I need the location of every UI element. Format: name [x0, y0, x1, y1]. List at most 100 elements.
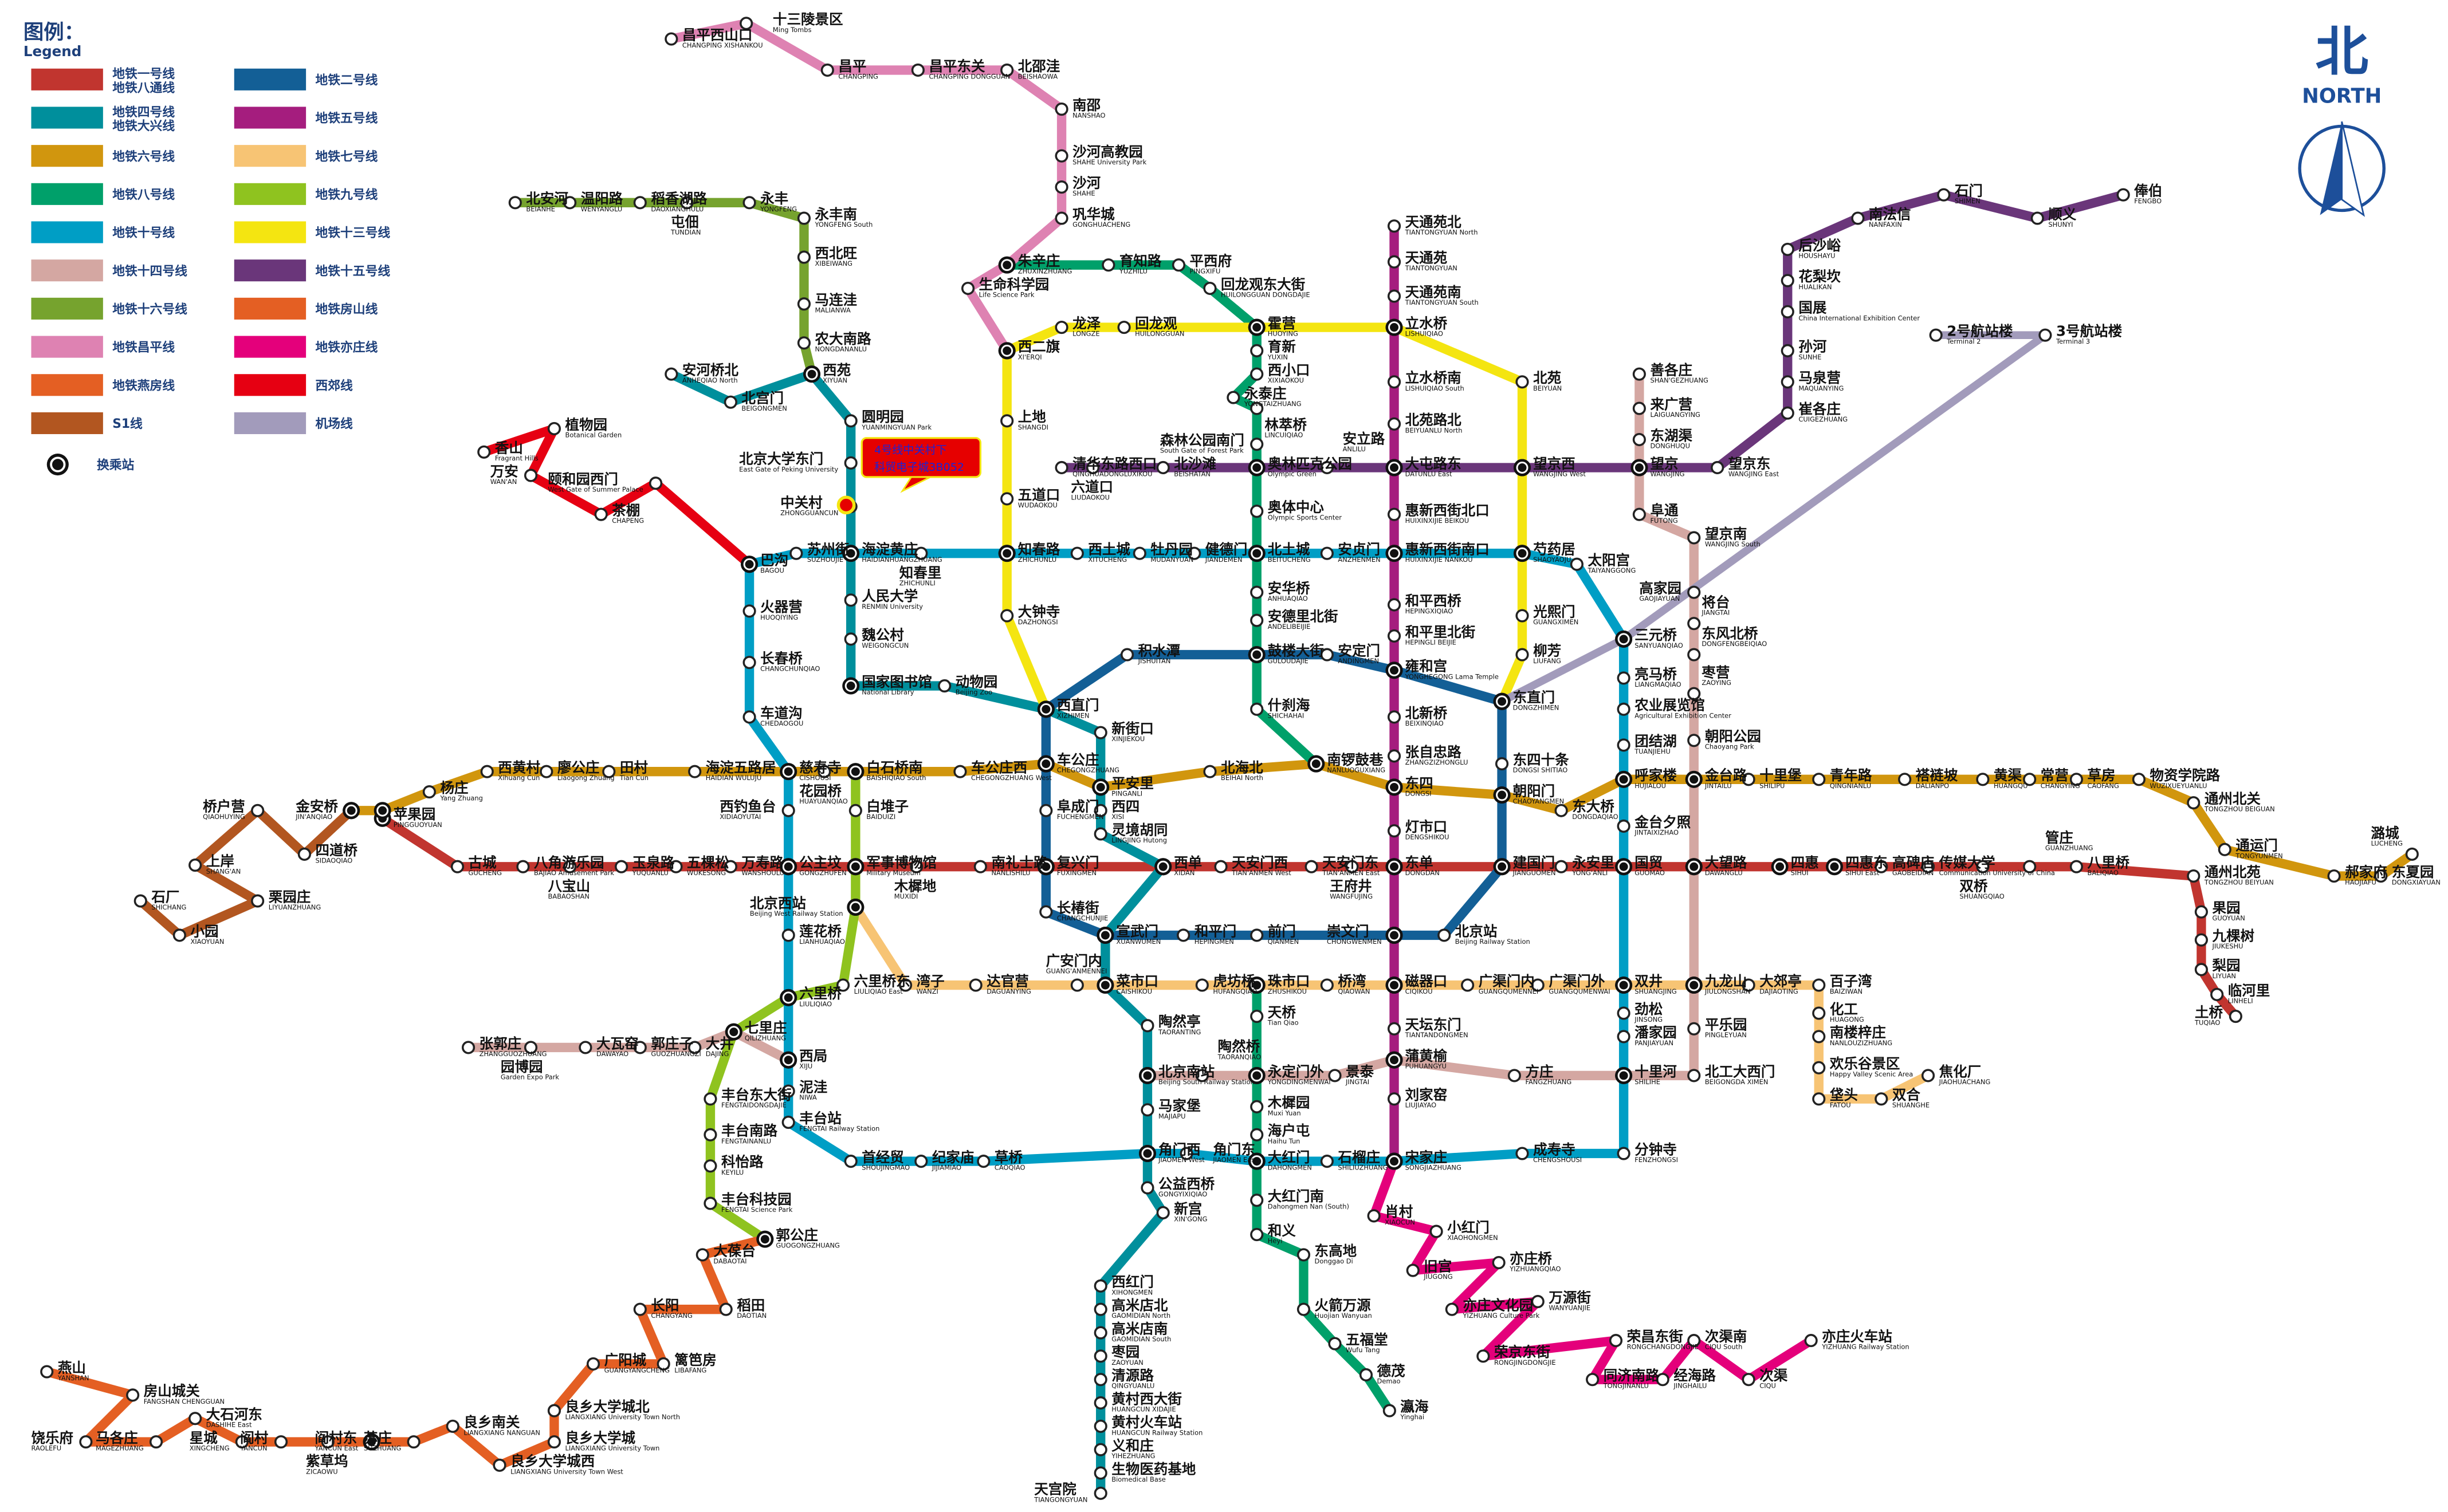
station[interactable] [1781, 242, 1794, 257]
station-name[interactable]: 3号航站楼 [2056, 323, 2123, 340]
station-name[interactable]: 北工大西门 [1705, 1063, 1775, 1080]
station-name[interactable]: 物资学院路 [2150, 767, 2221, 783]
station[interactable] [1387, 710, 1401, 724]
station-name[interactable]: 王府井 [1330, 877, 1372, 894]
station-name[interactable]: 三元桥 [1634, 627, 1677, 643]
station-name[interactable]: 牡丹园 [1150, 541, 1193, 558]
station-name[interactable]: 昌平 [838, 58, 866, 74]
station-name[interactable]: 奥林匹克公园 [1268, 455, 1352, 472]
station[interactable] [251, 804, 265, 817]
station[interactable] [1812, 1061, 1826, 1074]
station-name[interactable]: 前门 [1268, 923, 1296, 939]
station[interactable] [2187, 869, 2201, 883]
station-name[interactable]: 小红门 [1447, 1219, 1490, 1235]
station[interactable] [1328, 1069, 1342, 1082]
station-name[interactable]: 火箭万源 [1315, 1297, 1372, 1314]
station-name[interactable]: 通运门 [2235, 837, 2278, 854]
station-name[interactable]: 国展 [1798, 300, 1827, 316]
transfer-station[interactable] [1385, 662, 1403, 679]
station[interactable] [579, 1041, 592, 1054]
station-name[interactable]: 东大桥 [1572, 798, 1614, 815]
station[interactable] [2069, 773, 2084, 786]
station[interactable] [2038, 328, 2052, 342]
station[interactable] [1320, 460, 1334, 475]
transfer-station[interactable] [1493, 786, 1511, 804]
station-name[interactable]: 颐和园西门 [548, 471, 618, 487]
station[interactable] [1250, 367, 1264, 381]
station[interactable] [1328, 1337, 1342, 1350]
station[interactable] [1094, 726, 1107, 739]
station[interactable] [1141, 1181, 1154, 1195]
station-name[interactable]: 科怡路 [721, 1153, 764, 1170]
station-name[interactable]: 广渠门内 [1479, 972, 1535, 989]
station[interactable] [953, 765, 967, 778]
station-name[interactable]: 稻田 [737, 1297, 765, 1314]
station[interactable] [633, 1041, 647, 1054]
station[interactable] [1976, 860, 1990, 873]
station-name[interactable]: 积水潭 [1138, 642, 1181, 659]
station-name[interactable]: 平安里 [1111, 775, 1154, 792]
station[interactable] [446, 1419, 459, 1433]
station[interactable] [742, 710, 756, 724]
station-name[interactable]: 古城 [469, 855, 497, 871]
station[interactable] [719, 1302, 733, 1316]
station-name[interactable]: 北沙滩 [1174, 455, 1216, 472]
station-name[interactable]: 北京西站 [750, 895, 806, 911]
transfer-station[interactable] [1092, 778, 1110, 796]
station[interactable] [1531, 1295, 1545, 1309]
station-name[interactable]: 万源街 [1549, 1289, 1591, 1306]
station[interactable] [1617, 738, 1630, 752]
station[interactable] [1632, 507, 1646, 521]
station[interactable] [1345, 860, 1359, 873]
station-name[interactable]: 龙泽 [1072, 315, 1101, 332]
station-name[interactable]: 苏州街 [807, 541, 850, 558]
station-name[interactable]: 慈寿寺 [799, 759, 842, 776]
station-name[interactable]: 茶棚 [612, 502, 640, 519]
station-name[interactable]: 国贸 [1634, 855, 1663, 871]
station[interactable] [844, 632, 858, 646]
station[interactable] [797, 336, 811, 350]
station-name[interactable]: 宋家庄 [1405, 1149, 1448, 1166]
station[interactable] [633, 1302, 647, 1316]
station-name[interactable]: 金安桥 [295, 798, 338, 815]
station[interactable] [781, 1084, 795, 1098]
station[interactable] [586, 1357, 600, 1371]
station-name[interactable]: 屯佃 [671, 214, 699, 230]
station[interactable] [1094, 1279, 1107, 1293]
station[interactable] [1156, 1206, 1170, 1220]
station-name[interactable]: 丰台科技园 [721, 1191, 792, 1207]
station[interactable] [844, 456, 858, 470]
station-name[interactable]: 望京东 [1728, 455, 1771, 472]
station-name[interactable]: 双桥 [1959, 877, 1988, 894]
station-name[interactable]: 永丰南 [815, 206, 858, 222]
station[interactable] [1000, 609, 1014, 623]
station-name[interactable]: 经海路 [1673, 1367, 1716, 1384]
station[interactable] [665, 367, 678, 381]
station[interactable] [1117, 320, 1131, 334]
station-name[interactable]: 军事博物馆 [866, 855, 937, 871]
station-name[interactable]: 来广营 [1650, 396, 1692, 412]
station[interactable] [1812, 1092, 1826, 1106]
station[interactable] [1495, 757, 1509, 771]
station-name[interactable]: 苹果园 [394, 806, 436, 822]
station[interactable] [2194, 933, 2209, 947]
station[interactable] [602, 765, 616, 778]
station-name[interactable]: 稻香湖路 [651, 190, 708, 207]
station-name[interactable]: 纪家庙 [932, 1149, 975, 1166]
station[interactable] [1492, 1255, 1506, 1270]
station[interactable] [1586, 1373, 1600, 1387]
station-name[interactable]: 人民大学 [862, 588, 918, 604]
station[interactable] [1387, 375, 1401, 389]
station-name[interactable]: 荣京东街 [1494, 1344, 1550, 1360]
station[interactable] [818, 765, 831, 778]
station-name[interactable]: 北土城 [1268, 541, 1310, 558]
station[interactable] [1070, 978, 1084, 992]
station[interactable] [480, 765, 494, 778]
station-name[interactable]: 望京西 [1533, 455, 1575, 472]
station[interactable] [1055, 180, 1068, 194]
station-name[interactable]: 枣园 [1111, 1344, 1139, 1360]
station-name[interactable]: 篱笆房 [674, 1352, 717, 1368]
transfer-station[interactable] [1248, 1152, 1266, 1170]
transfer-station[interactable] [998, 342, 1016, 360]
station[interactable] [251, 894, 265, 908]
